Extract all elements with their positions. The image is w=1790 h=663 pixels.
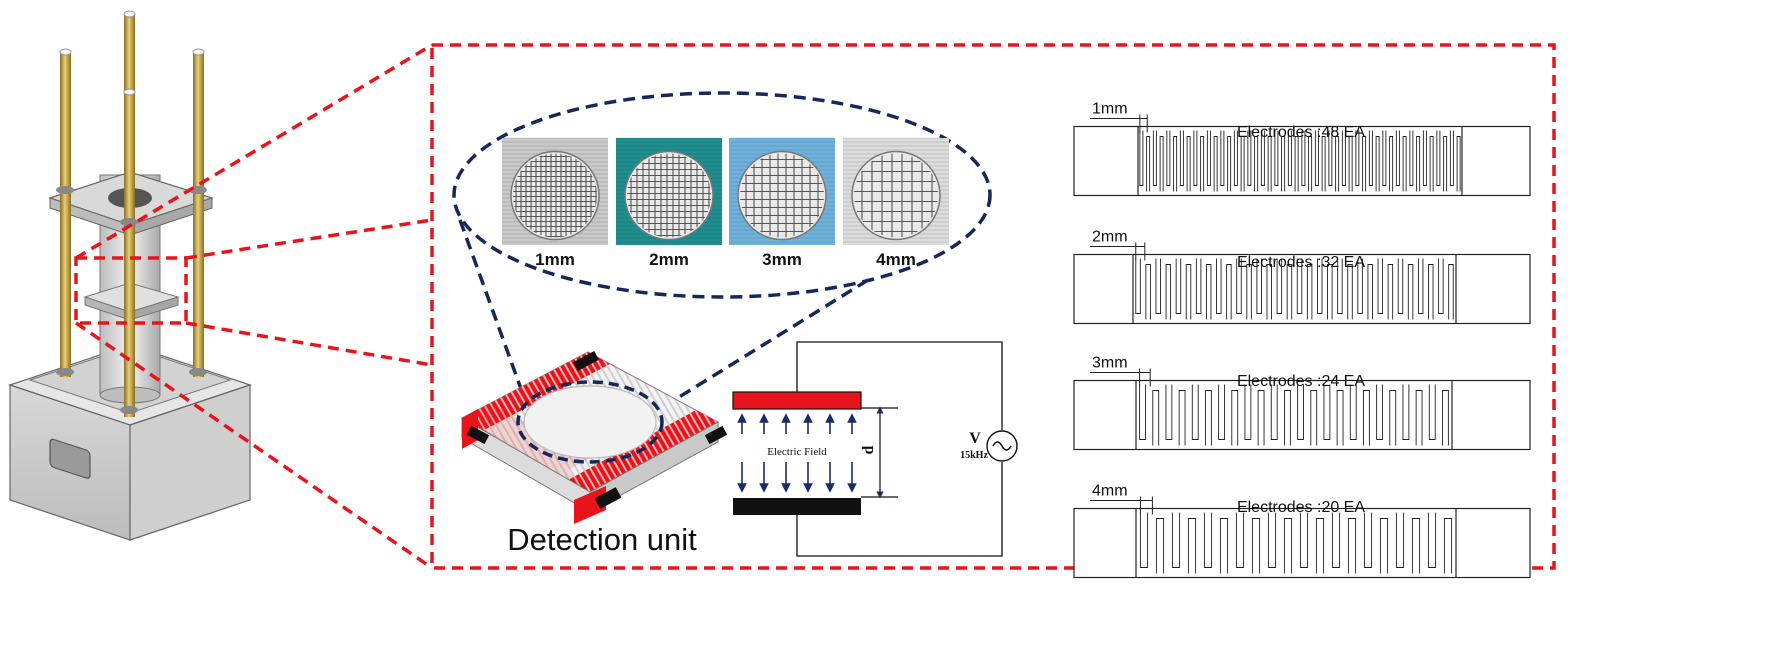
gap-distance-label: d	[860, 445, 877, 454]
mesh-sample-label: 4mm	[876, 250, 916, 269]
electric-field-label: Electric Field	[767, 446, 827, 458]
detection-unit-focus-ellipse	[516, 380, 664, 464]
mesh-sample-label: 3mm	[762, 250, 802, 269]
electrode-spacing-label: 2mm	[1092, 229, 1128, 246]
detection-unit-caption: Detection unit	[507, 522, 697, 557]
circuit-diagram	[732, 341, 1018, 557]
electrode-count-label: Electrodes :32 EA	[1237, 254, 1365, 271]
electrode-spacing-label: 3mm	[1092, 355, 1128, 372]
mesh-samples-ellipse	[452, 91, 992, 299]
electrode-spacing-label: 1mm	[1092, 101, 1128, 118]
mesh-samples-group: 1mm 2mm 3mm 4mm	[502, 137, 949, 269]
detail-panel-frame	[430, 43, 1556, 570]
frequency-label: 15kHz	[960, 450, 988, 461]
mesh-sample-label: 1mm	[535, 250, 575, 269]
mesh-sample-label: 2mm	[649, 250, 689, 269]
voltage-label: V	[969, 430, 981, 447]
electrode-spacing-label: 4mm	[1092, 483, 1128, 500]
electrode-count-label: Electrodes :48 EA	[1237, 124, 1365, 141]
mesh-sample-1: 1mm	[502, 137, 608, 269]
electrode-count-label: Electrodes :24 EA	[1237, 373, 1365, 390]
left-device-illustration	[8, 10, 252, 541]
mesh-sample-3: 3mm	[729, 137, 835, 269]
electrode-count-label: Electrodes :20 EA	[1237, 499, 1365, 516]
bottom-electrode-plate	[733, 498, 861, 515]
mesh-sample-2: 2mm	[616, 137, 722, 269]
top-electrode-plate	[732, 391, 862, 410]
mesh-sample-4: 4mm	[843, 137, 949, 269]
zoom-callout-lines	[75, 43, 433, 570]
electric-field-arrows	[737, 413, 857, 493]
zoom-source-box	[74, 256, 188, 325]
detection-unit-illustration	[460, 350, 728, 524]
mesh-callout-lines	[458, 219, 869, 414]
